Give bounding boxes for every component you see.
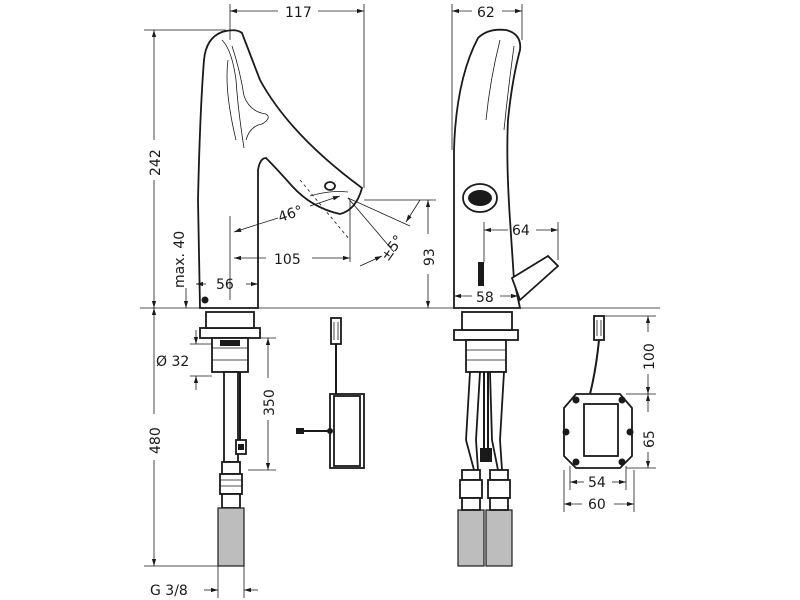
dim-62: 62 xyxy=(477,5,495,21)
dim-46-degrees: 46° xyxy=(276,203,305,226)
front-control-unit xyxy=(296,317,365,469)
dim-65: 65 xyxy=(642,430,658,448)
dim-plus-minus-5-degrees: ±5° xyxy=(378,232,407,264)
front-view-faucet xyxy=(197,29,364,309)
dimension-lines xyxy=(140,4,660,598)
side-view-mounting-assembly xyxy=(453,311,519,567)
dim-56: 56 xyxy=(216,277,234,293)
dim-100: 100 xyxy=(642,343,658,370)
dim-g-3-8: G 3/8 xyxy=(150,583,188,599)
dim-350: 350 xyxy=(262,389,278,416)
dim-242: 242 xyxy=(148,149,164,176)
dim-117: 117 xyxy=(285,5,312,21)
dim-480: 480 xyxy=(148,427,164,454)
dim-60: 60 xyxy=(588,497,606,513)
dim-diameter-32: Ø 32 xyxy=(156,354,189,370)
front-view-mounting-assembly xyxy=(199,311,261,567)
side-view-faucet xyxy=(453,28,560,309)
dim-93: 93 xyxy=(422,248,438,266)
dim-105: 105 xyxy=(274,252,301,268)
electronic-box xyxy=(562,315,634,469)
dim-58: 58 xyxy=(476,290,494,306)
dim-54: 54 xyxy=(588,475,606,491)
dim-64: 64 xyxy=(512,223,530,239)
dim-max-40: max. 40 xyxy=(172,231,188,288)
